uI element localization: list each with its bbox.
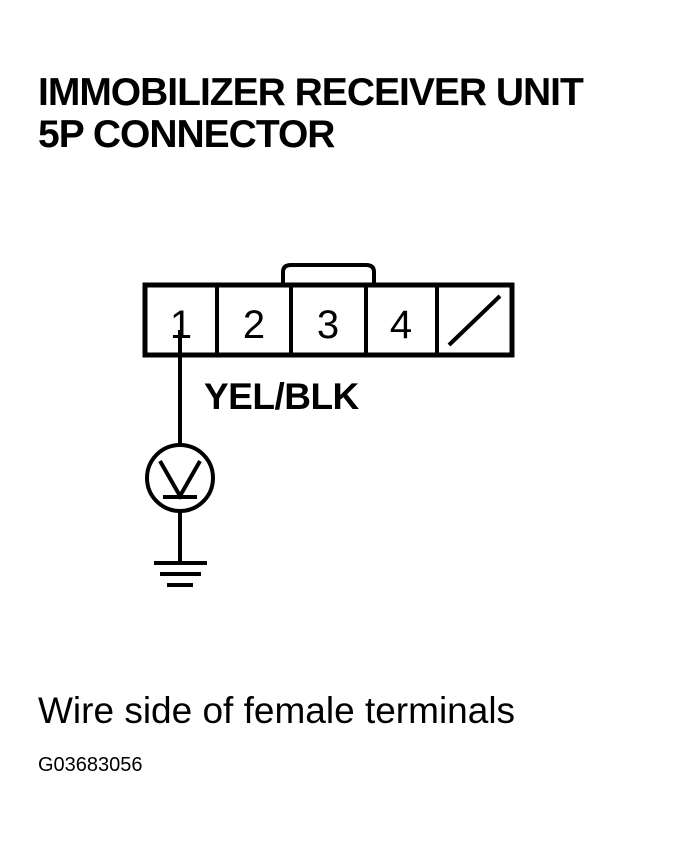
title-line-1: IMMOBILIZER RECEIVER UNIT <box>38 71 584 114</box>
pin-number-2: 2 <box>243 303 265 347</box>
ground-symbol-icon <box>154 561 207 587</box>
connector-lock-tab <box>281 263 376 285</box>
figure-id: G03683056 <box>38 754 143 776</box>
slash-blank-cavity-icon <box>447 294 502 347</box>
wire-color-label: YEL/BLK <box>204 376 359 417</box>
diagram-title: IMMOBILIZER RECEIVER UNIT 5P CONNECTOR <box>38 71 584 156</box>
voltmeter-icon <box>145 443 215 513</box>
title-line-2: 5P CONNECTOR <box>38 113 335 156</box>
pin-number-3: 3 <box>317 303 339 347</box>
view-caption: Wire side of female terminals <box>38 690 516 731</box>
pin-number-1: 1 <box>170 303 192 347</box>
pin-number-4: 4 <box>390 303 412 347</box>
